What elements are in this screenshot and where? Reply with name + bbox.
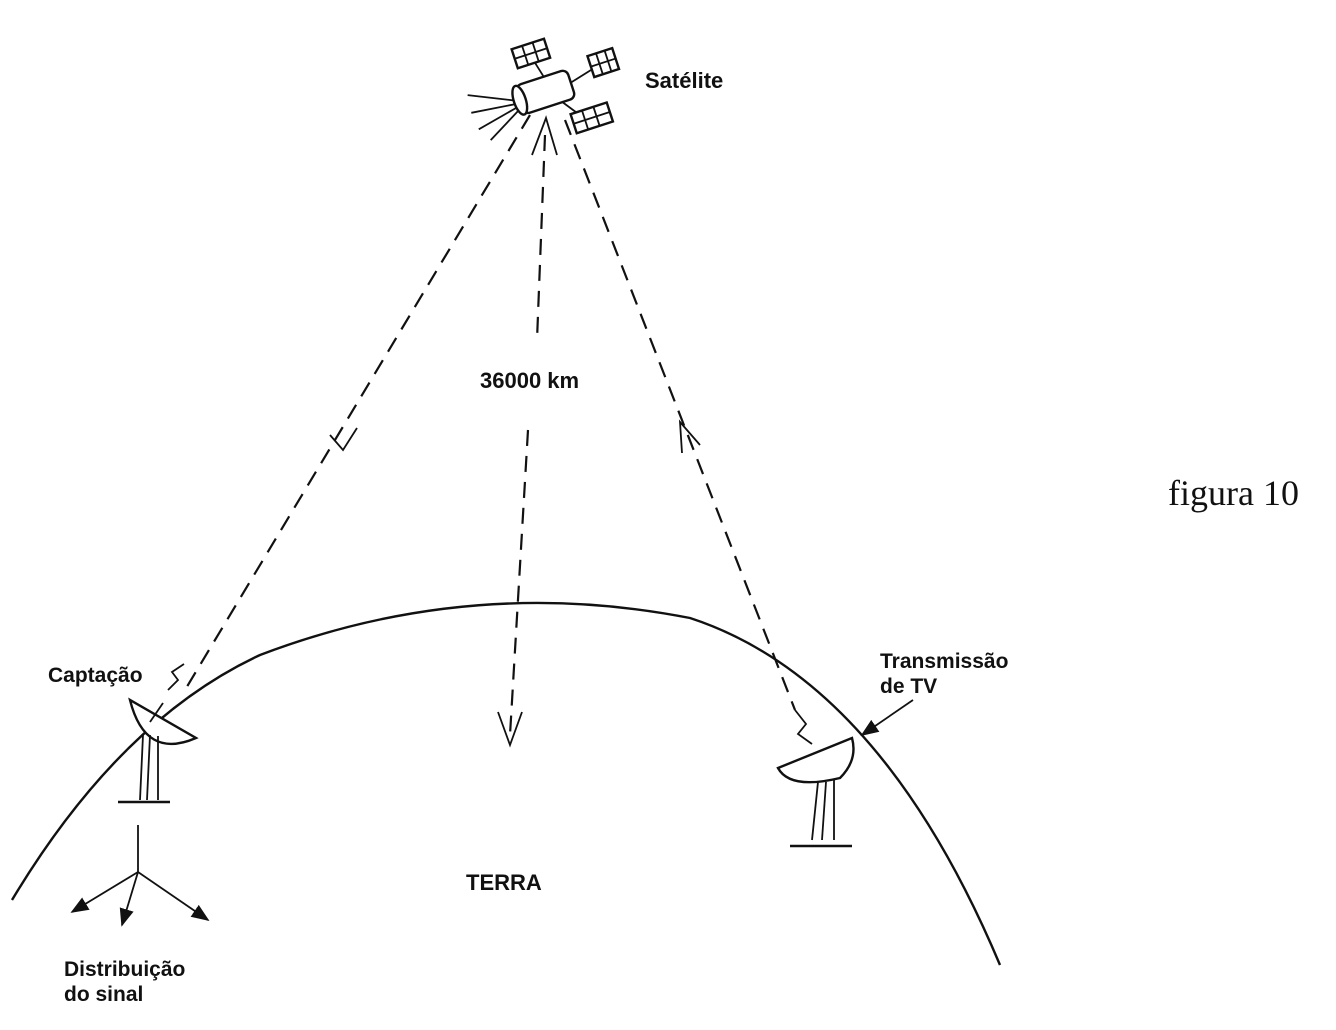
earth-surface-arc <box>10 601 1002 966</box>
distance-arrowhead-down <box>497 711 523 748</box>
transmission-pointer-arrow <box>860 699 914 737</box>
satellite-icon <box>467 37 621 141</box>
downlink-arrowhead <box>329 427 358 452</box>
uplink-arrowhead <box>678 419 701 454</box>
transmission-label-line2: de TV <box>880 675 937 698</box>
distance-arrowhead-up <box>531 115 558 156</box>
distance-label: 36000 km <box>480 368 579 393</box>
satellite-label: Satélite <box>645 68 723 93</box>
distribution-label-line2: do sinal <box>64 983 143 1006</box>
reception-label: Captação <box>48 664 143 687</box>
distribution-label-line1: Distribuição <box>64 958 185 981</box>
figure-caption: figura 10 <box>1168 473 1299 513</box>
uplink-dashed-line <box>563 119 797 711</box>
distribution-arrows <box>70 825 210 927</box>
downlink-dashed-line <box>184 114 531 691</box>
receiving-dish-icon <box>118 663 199 804</box>
distance-arrow-lower <box>508 429 530 736</box>
distance-arrow-upper <box>535 134 547 341</box>
transmission-label-line1: Transmissão <box>880 650 1008 673</box>
transmitting-dish-icon <box>776 709 855 848</box>
earth-label: TERRA <box>466 870 542 895</box>
